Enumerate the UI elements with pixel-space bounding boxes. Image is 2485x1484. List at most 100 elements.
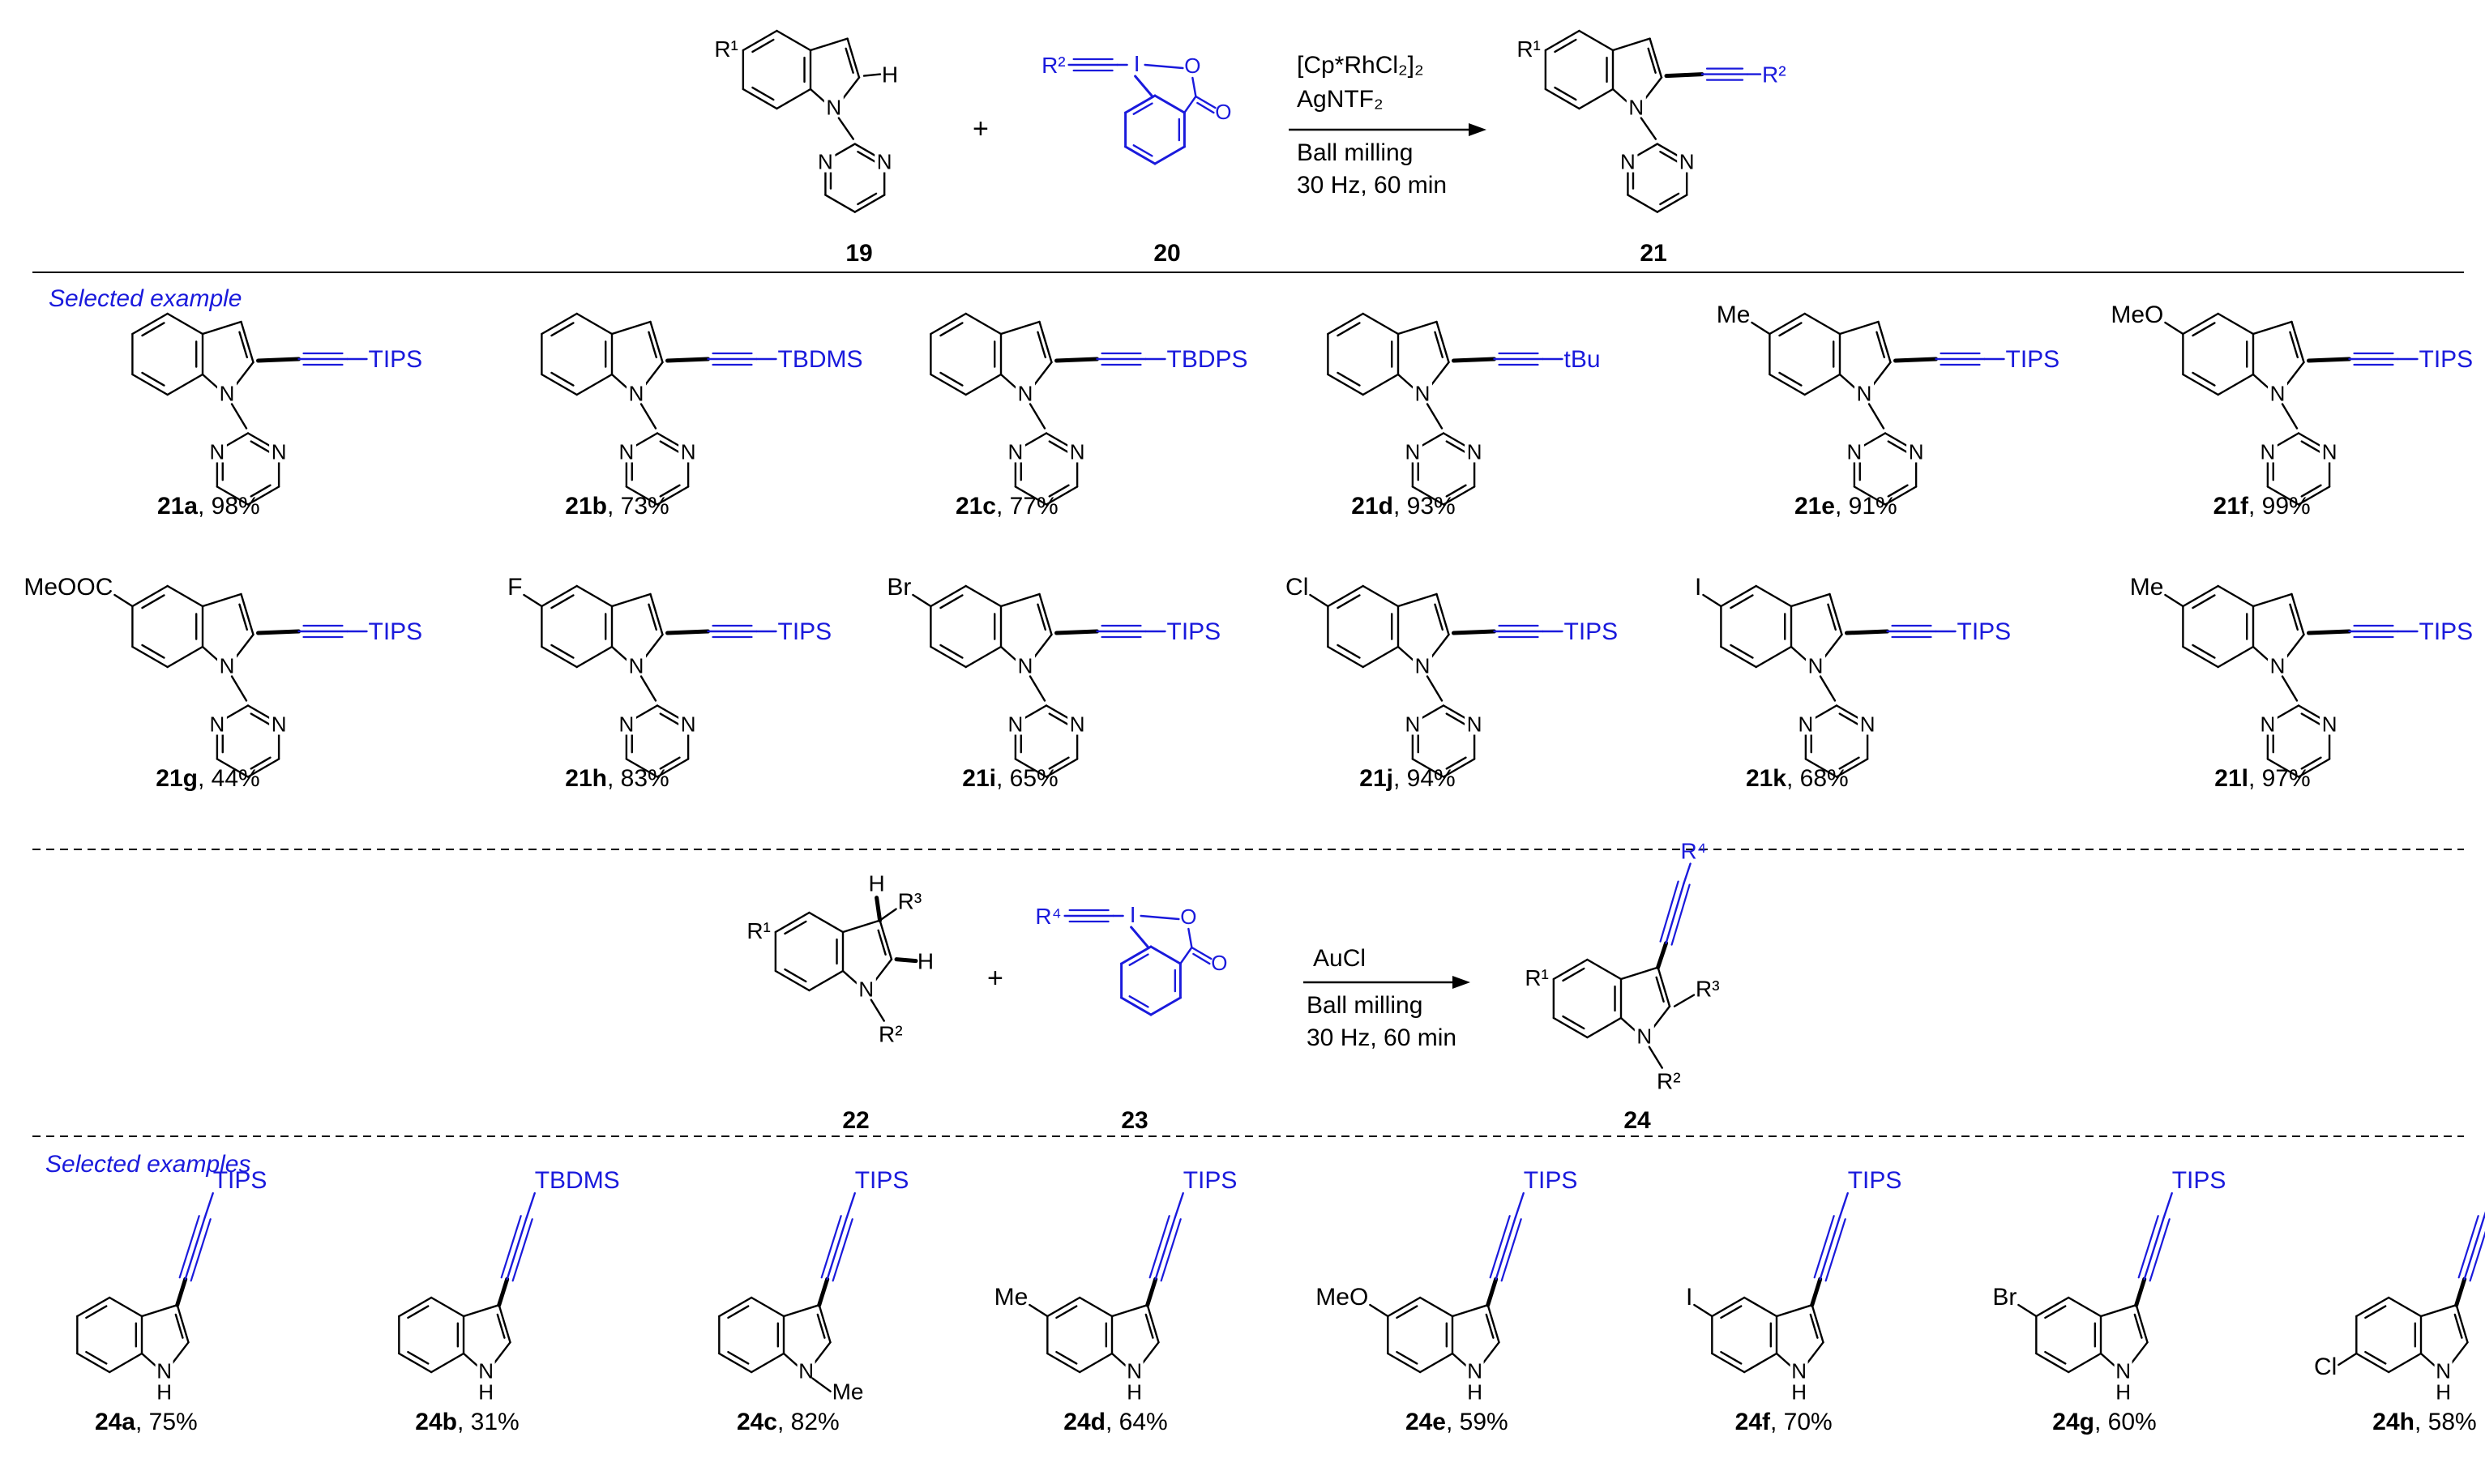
bond — [964, 373, 1003, 396]
indole-n-atom: N — [1636, 1024, 1652, 1049]
indole-n-atom: N — [1857, 382, 1872, 406]
label-mask — [616, 712, 636, 735]
bond — [1554, 38, 1577, 53]
bond — [2289, 331, 2299, 359]
bond — [1029, 403, 1046, 430]
bond — [113, 593, 134, 608]
ring-substituent: Me — [994, 1284, 1029, 1311]
r2-group: R² — [1762, 62, 1786, 88]
label-mask — [217, 653, 237, 677]
bond — [108, 1296, 143, 1318]
bond — [1014, 758, 1048, 778]
bond — [496, 1313, 506, 1339]
compound-label: 21j — [1359, 765, 1393, 792]
bond — [1657, 966, 1671, 1007]
bond — [1711, 1296, 1746, 1318]
bond — [1128, 995, 1149, 1008]
bond — [1195, 95, 1217, 109]
bond — [1434, 603, 1444, 631]
bond — [1038, 592, 1053, 636]
bond — [550, 594, 575, 609]
silyl-group: TIPS — [1183, 1167, 1238, 1194]
bond — [1659, 880, 1679, 943]
bond — [930, 373, 967, 396]
indole-n-atom: N — [220, 654, 235, 678]
bond — [1810, 1277, 1823, 1307]
bond — [639, 403, 657, 430]
bond — [1655, 976, 1665, 1003]
bond — [774, 969, 811, 992]
bond — [2364, 1350, 2387, 1365]
bond — [2099, 1303, 2137, 1318]
indole-n-atom: N — [1018, 382, 1033, 406]
compound-label: 24g — [2052, 1409, 2094, 1435]
yield-value: , 93% — [1393, 493, 1456, 520]
label-mask — [1795, 712, 1816, 735]
bond — [2217, 584, 2255, 608]
bond — [1544, 88, 1580, 110]
bond — [2307, 357, 2351, 363]
silyl-group: TIPS — [2172, 1167, 2226, 1194]
indole-n-atom: N — [156, 1359, 172, 1383]
bond — [506, 1216, 528, 1281]
bond — [845, 47, 854, 74]
label-mask — [2320, 439, 2340, 463]
label-mask — [678, 439, 699, 463]
bond — [659, 712, 681, 726]
bond — [250, 756, 272, 770]
bond — [238, 331, 249, 359]
bond — [964, 312, 1003, 336]
bond — [1683, 862, 1692, 884]
bond — [523, 593, 543, 608]
bond — [1552, 1016, 1589, 1039]
bond — [1426, 675, 1444, 702]
silyl-group: TIPS — [2006, 346, 2060, 373]
bond — [649, 592, 664, 636]
bond — [2266, 758, 2300, 778]
pyrimidine-n-atom: N — [2322, 440, 2337, 464]
pyrimidine-n-atom: N — [1847, 440, 1863, 464]
section2-label: Selected examples — [45, 1151, 250, 1178]
bond — [1838, 320, 1880, 336]
bond — [1751, 321, 1771, 336]
pyrimidine-n-atom: N — [619, 712, 635, 737]
bond — [1445, 756, 1467, 770]
c2-hydrogen: H — [917, 949, 934, 974]
bond — [2281, 675, 2299, 702]
bond — [2307, 629, 2351, 635]
pyrimidine-n-atom: N — [1799, 712, 1814, 737]
bond — [141, 322, 165, 337]
bond — [256, 357, 301, 363]
indole-n-atom: N — [629, 382, 644, 406]
bond — [1778, 322, 1803, 337]
indole-n-atom: N — [1415, 654, 1431, 678]
bond — [178, 1215, 200, 1279]
bond — [246, 485, 280, 506]
bond — [2149, 1218, 2171, 1282]
bond — [166, 312, 204, 336]
nh-hydrogen: H — [2436, 1380, 2451, 1405]
bond — [190, 1218, 212, 1282]
bond — [824, 194, 857, 213]
bond — [497, 1277, 510, 1307]
reagent-20-iodine: I — [1134, 51, 1140, 76]
compound-label: 21k — [1746, 765, 1786, 792]
indole-n-atom: N — [798, 1359, 814, 1383]
bond — [246, 758, 280, 778]
bond — [2457, 1215, 2479, 1279]
label-mask — [2257, 712, 2278, 735]
silyl-group: TIPS — [1167, 618, 1221, 645]
bond — [2134, 1277, 2147, 1307]
bond — [1659, 192, 1680, 206]
bond — [216, 485, 250, 506]
bond — [1179, 946, 1193, 965]
scheme1-additive: AgNTF₂ — [1297, 86, 1384, 113]
silyl-group: TIPS — [213, 1167, 267, 1194]
bond — [1649, 37, 1663, 79]
bond — [511, 1218, 533, 1282]
bond — [1813, 1215, 1835, 1279]
reagent-20-ring-o: O — [1184, 53, 1200, 78]
